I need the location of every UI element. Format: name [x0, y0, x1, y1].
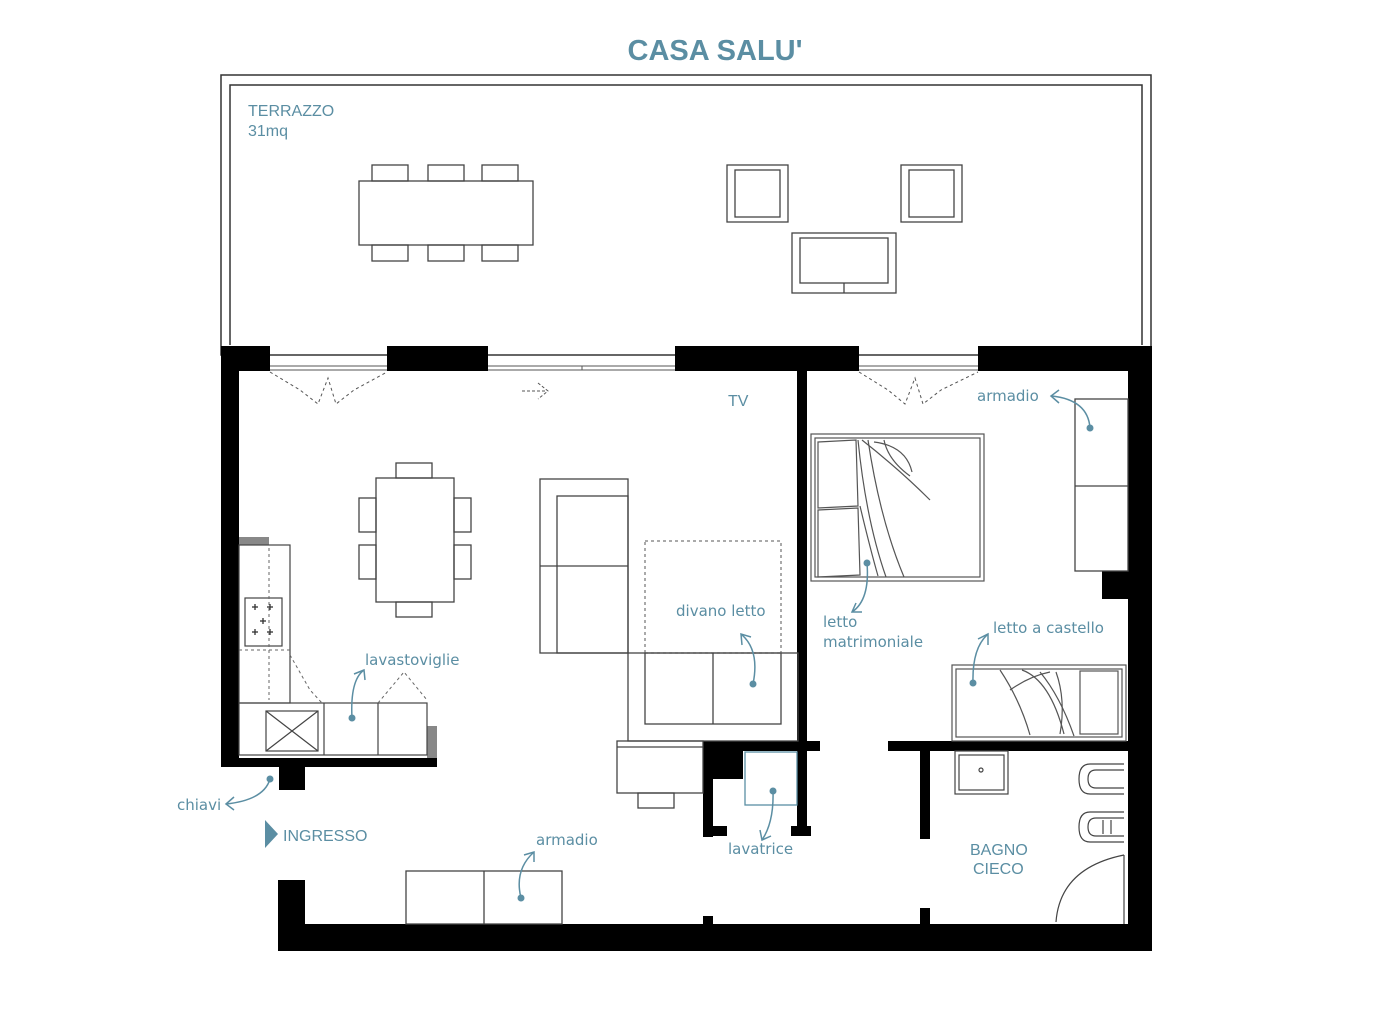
terrace-armchair-right: [900, 164, 963, 223]
bathroom-label-line1: BAGNO: [970, 842, 1028, 859]
dining-table: [358, 462, 472, 618]
windows: [270, 365, 978, 371]
washing-machine-label: lavatrice: [728, 840, 793, 858]
pointer-arrows: [224, 389, 1091, 899]
double-bed: [810, 433, 985, 582]
bedroom-wardrobe-label: armadio: [977, 387, 1039, 405]
terrace-label: TERRAZZO: [248, 103, 334, 120]
sofa-bed: [539, 478, 799, 742]
terrace-dining-table: [358, 164, 534, 262]
bathroom-label-line2: CIECO: [973, 861, 1024, 878]
bathroom-fixtures: [954, 750, 1125, 924]
page-title: CASA SALU': [628, 35, 803, 67]
window-swing-marks: [269, 371, 979, 405]
terrace: [220, 74, 1152, 356]
sofa-bed-open-outline: [644, 540, 782, 654]
double-bed-label-line1: letto: [823, 613, 857, 631]
entrance-label: INGRESSO: [283, 828, 367, 845]
tv-label: TV: [728, 393, 749, 410]
terrace-armchair-left: [726, 164, 789, 223]
dishwasher-label: lavastoviglie: [365, 651, 459, 669]
entrance-arrow-icon: [265, 820, 278, 848]
desk: [616, 740, 704, 809]
bunk-bed: [951, 664, 1127, 742]
kitchen: [238, 544, 428, 756]
terrace-area-label: 31mq: [248, 123, 288, 140]
washing-machine: [744, 751, 798, 806]
entrance-wardrobe-label: armadio: [536, 831, 598, 849]
bedroom-wardrobe: [1074, 398, 1129, 572]
sofa-bed-label: divano letto: [676, 602, 766, 620]
stove-icon: [252, 604, 273, 635]
sliding-arrow: [522, 382, 549, 400]
keys-label: chiavi: [177, 796, 221, 814]
double-bed-label-line2: matrimoniale: [823, 633, 923, 651]
terrace-sofa: [791, 232, 897, 294]
walls: [221, 346, 1152, 951]
bunk-bed-label: letto a castello: [993, 619, 1104, 637]
kitchen-dashed-guides: [239, 548, 428, 704]
entrance-wardrobe: [405, 870, 563, 925]
pointer-dots: [266, 424, 1094, 902]
